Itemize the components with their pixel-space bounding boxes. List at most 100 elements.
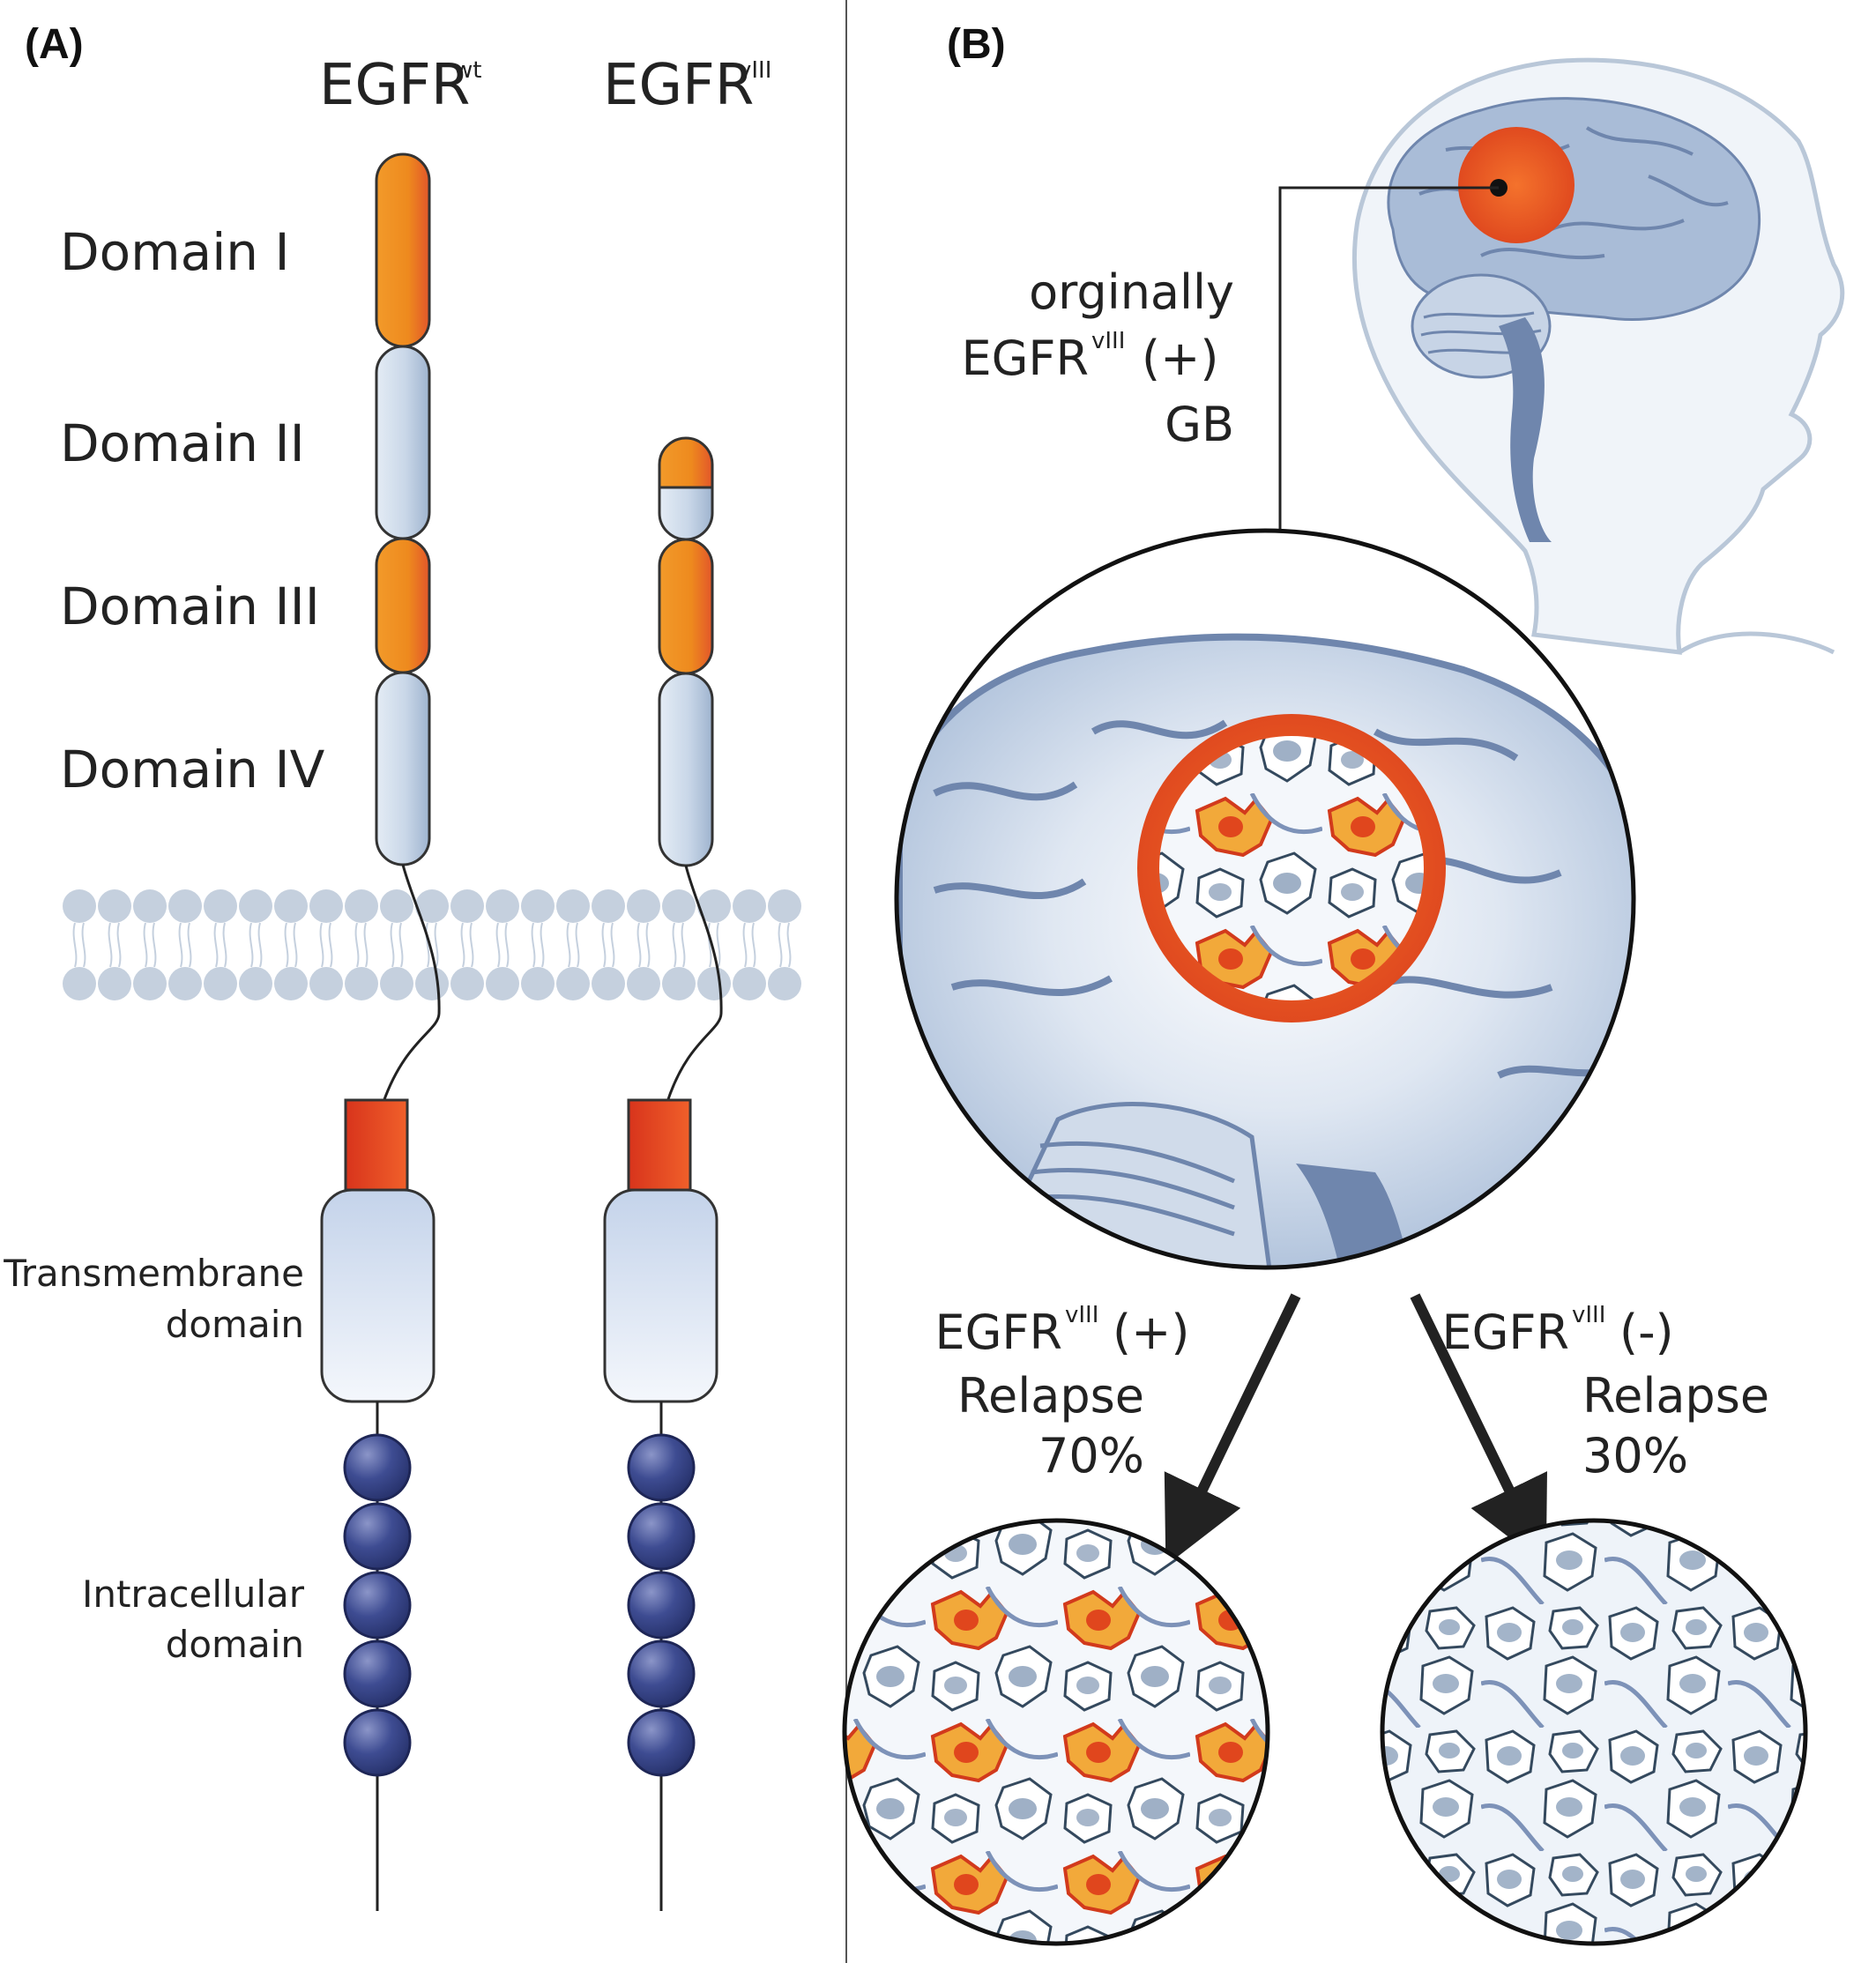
membrane-head-bottom — [733, 967, 766, 1000]
membrane-head-bottom — [697, 967, 731, 1000]
membrane-head-bottom — [486, 967, 519, 1000]
wt-domain-i — [375, 152, 431, 348]
wt-domain-iv — [375, 671, 431, 866]
membrane-head-bottom — [309, 967, 343, 1000]
membrane-head-bottom — [98, 967, 131, 1000]
egfr-wt-extracellular — [375, 152, 431, 866]
membrane-head-top — [627, 889, 660, 923]
domain-iv-label: Domain IV — [60, 740, 325, 799]
intracellular-subdomain-ball — [343, 1708, 412, 1777]
membrane-lipid-tail — [72, 922, 86, 968]
membrane-head-top — [768, 889, 801, 923]
membrane-head-top — [345, 889, 378, 923]
viii-domain-iii — [658, 538, 714, 675]
membrane-head-top — [133, 889, 167, 923]
domain-ii-label: Domain II — [60, 413, 305, 473]
svg-text:Relapse: Relapse — [957, 1368, 1144, 1424]
viii-intracellular-balls — [627, 1433, 696, 1777]
positive-relapse-label: EGFR vIII (+) Relapse 70% — [934, 1302, 1189, 1483]
membrane-lipid-tail — [566, 922, 580, 968]
wt-transmembrane-box — [320, 1188, 436, 1403]
intracellular-label-line1: Intracellular — [82, 1573, 305, 1616]
domain-i-label: Domain I — [60, 222, 290, 282]
membrane-lipid-tail — [742, 922, 756, 968]
membrane-head-top — [415, 889, 449, 923]
relapse-positive-circle — [842, 1518, 1270, 1946]
membrane-head-top — [380, 889, 413, 923]
origin-label: orginally EGFR vIII (+) GB — [961, 264, 1234, 452]
brainstem-zoom — [1296, 1164, 1411, 1268]
viii-juxtamembrane-block — [627, 1098, 692, 1192]
membrane-lipid-tail — [390, 922, 404, 968]
membrane-head-bottom — [521, 967, 555, 1000]
membrane-lipid-tail — [495, 922, 510, 968]
membrane-lipid-tail — [143, 922, 157, 968]
domain-iii-label: Domain III — [60, 576, 320, 636]
membrane-head-top — [98, 889, 131, 923]
svg-text:vIII: vIII — [1091, 328, 1125, 354]
intracellular-subdomain-ball — [343, 1433, 412, 1502]
svg-text:(+): (+) — [1113, 1305, 1189, 1360]
membrane-lipid-tail — [601, 922, 615, 968]
svg-text:EGFR: EGFR — [934, 1305, 1062, 1360]
egfr-viii-extracellular — [658, 436, 714, 867]
membrane-head-top — [450, 889, 484, 923]
relapse-negative-circle — [1380, 1518, 1808, 1946]
small-brainstem — [1499, 317, 1552, 542]
membrane-lipid-tail — [672, 922, 686, 968]
wt-transmembrane-linker — [382, 864, 441, 1103]
membrane-lipid-tail — [178, 922, 192, 968]
svg-text:GB: GB — [1165, 397, 1234, 452]
arrow-to-positive-relapse — [1164, 1293, 1301, 1566]
membrane-head-bottom — [274, 967, 308, 1000]
membrane-head-top — [309, 889, 343, 923]
svg-text:orginally: orginally — [1029, 264, 1234, 320]
intracellular-subdomain-ball — [627, 1571, 696, 1640]
panel-a-label: (A) — [25, 21, 84, 68]
membrane-head-top — [168, 889, 202, 923]
membrane-lipid-tail — [778, 922, 792, 968]
membrane-head-bottom — [63, 967, 96, 1000]
membrane-head-top — [204, 889, 237, 923]
membrane-head-top — [662, 889, 696, 923]
membrane-head-bottom — [415, 967, 449, 1000]
svg-text:70%: 70% — [1038, 1428, 1144, 1483]
intracellular-subdomain-ball — [343, 1571, 412, 1640]
svg-text:vIII: vIII — [1065, 1302, 1098, 1328]
membrane-head-top — [697, 889, 731, 923]
membrane-lipid-tail — [213, 922, 227, 968]
viii-transmembrane-linker — [666, 865, 723, 1103]
membrane-lipid-tail — [108, 922, 122, 968]
svg-text:(+): (+) — [1142, 331, 1218, 386]
membrane-head-top — [239, 889, 272, 923]
intracellular-subdomain-ball — [343, 1640, 412, 1708]
membrane-head-top — [63, 889, 96, 923]
svg-text:vIII: vIII — [738, 57, 771, 84]
intracellular-subdomain-ball — [627, 1433, 696, 1502]
intracellular-subdomain-ball — [627, 1708, 696, 1777]
svg-text:Relapse: Relapse — [1582, 1368, 1769, 1424]
membrane-head-bottom — [627, 967, 660, 1000]
small-tumor — [1458, 127, 1574, 243]
membrane-lipid-tail — [636, 922, 651, 968]
membrane-head-bottom — [380, 967, 413, 1000]
svg-text:EGFR: EGFR — [1441, 1305, 1569, 1360]
membrane-lipid-tail — [425, 922, 439, 968]
wt-domain-ii — [375, 345, 431, 540]
membrane-lipid-tail — [249, 922, 263, 968]
transmembrane-label-line2: domain — [166, 1303, 304, 1346]
panel-b-label: (B) — [947, 21, 1006, 68]
membrane-head-bottom — [204, 967, 237, 1000]
header-egfr-viii: EGFR vIII — [603, 53, 771, 118]
tumor-cells-zoom — [1159, 736, 1424, 1000]
wt-juxtamembrane-block — [344, 1098, 409, 1192]
membrane-lipid-tail — [284, 922, 298, 968]
membrane-head-bottom — [450, 967, 484, 1000]
membrane-lipid-tail — [707, 922, 721, 968]
membrane-head-bottom — [592, 967, 625, 1000]
membrane-lipid-tail — [354, 922, 368, 968]
membrane-head-top — [556, 889, 590, 923]
viii-truncated-domain-top — [658, 436, 714, 489]
svg-text:EGFR: EGFR — [603, 53, 754, 118]
membrane-head-top — [521, 889, 555, 923]
